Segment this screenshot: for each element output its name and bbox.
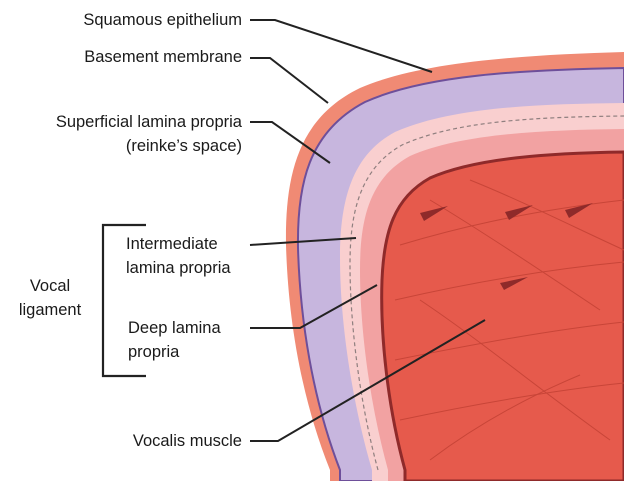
label-text-line1: Deep lamina	[128, 319, 221, 337]
label-intermediate-lamina-propria: Intermediate lamina propria	[126, 232, 256, 280]
label-text-line2: propria	[128, 343, 180, 361]
label-basement-membrane: Basement membrane	[28, 45, 242, 69]
label-text-line2: lamina propria	[126, 259, 231, 277]
label-text-line1: Intermediate	[126, 235, 218, 253]
label-text-line2: ligament	[18, 301, 82, 319]
muscle-wedges	[420, 203, 593, 290]
label-superficial-lamina-propria: Superficial lamina propria (reinke’s spa…	[6, 110, 242, 158]
label-text: Squamous epithelium	[83, 11, 242, 29]
label-text: Basement membrane	[84, 48, 242, 66]
label-text-line1: Superficial lamina propria	[55, 113, 242, 131]
label-vocal-ligament: Vocal ligament	[10, 274, 90, 322]
lamina-boundary-dash	[349, 115, 624, 471]
vocal-ligament-bracket	[101, 223, 146, 378]
leader-lines	[249, 19, 486, 442]
label-vocalis-muscle: Vocalis muscle	[90, 429, 242, 453]
label-squamous-epithelium: Squamous epithelium	[28, 8, 242, 32]
label-deep-lamina-propria: Deep lamina propria	[128, 316, 248, 364]
muscle-fibers	[394, 179, 624, 461]
vocalis-muscle-layer	[380, 150, 624, 481]
label-text: Vocalis muscle	[132, 432, 242, 450]
label-text-line1: Vocal	[29, 277, 71, 295]
label-text-line2: (reinke’s space)	[125, 137, 242, 155]
